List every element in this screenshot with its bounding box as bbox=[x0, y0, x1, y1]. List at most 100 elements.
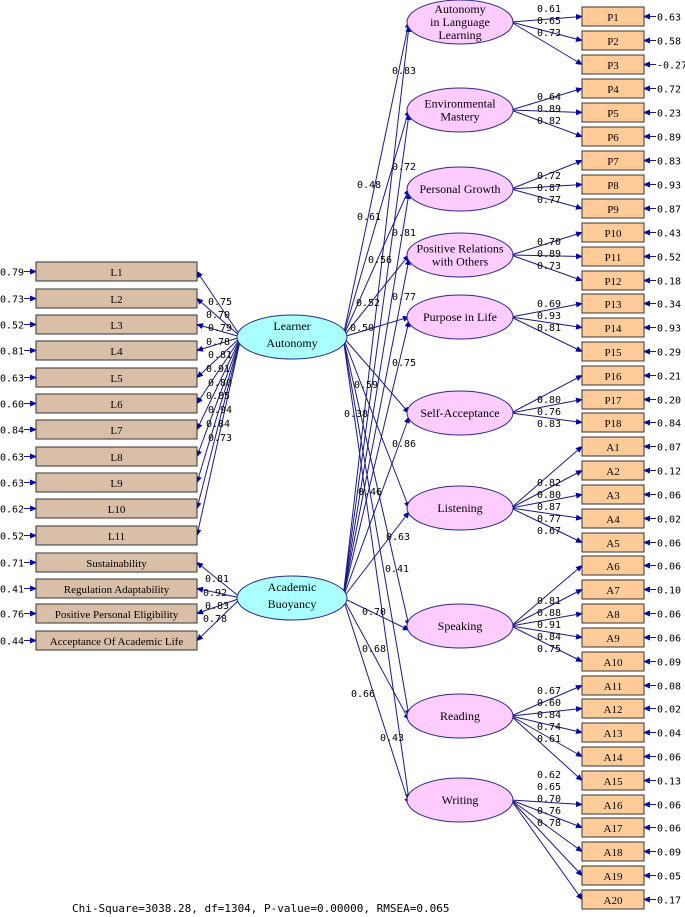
loading-value: 0.77 bbox=[537, 514, 561, 525]
construct-label: Learning bbox=[438, 28, 481, 42]
indicator-loading-path bbox=[510, 87, 583, 111]
indicator-loading-path bbox=[510, 799, 583, 829]
indicator-loading-path bbox=[510, 715, 583, 757]
structural-path-buoyancy bbox=[342, 320, 411, 599]
observed-variable-label: L4 bbox=[110, 346, 123, 358]
loading-value: 0.73 bbox=[208, 433, 232, 444]
indicator-loading-path bbox=[510, 254, 583, 282]
observed-variable-label: A1 bbox=[606, 442, 619, 454]
indicator-loading-path bbox=[510, 231, 583, 256]
structural-path-buoyancy bbox=[342, 113, 412, 599]
loading-value: 0.81 bbox=[537, 596, 561, 607]
loading-path bbox=[196, 561, 242, 599]
observed-variable-label: P3 bbox=[607, 60, 619, 72]
observed-variable-box bbox=[581, 794, 645, 815]
latent-variable-oval bbox=[236, 575, 348, 621]
construct-label: Listening bbox=[437, 501, 482, 515]
observed-variable-label: A18 bbox=[604, 847, 623, 859]
error-variance: 0.83 bbox=[657, 157, 681, 168]
path-coefficient: 0.41 bbox=[385, 564, 409, 575]
indicator-loading-path bbox=[510, 715, 583, 735]
observed-variable-box bbox=[581, 174, 645, 195]
loading-path bbox=[196, 597, 242, 642]
observed-variable-box bbox=[581, 30, 645, 51]
path-coefficient: 0.75 bbox=[392, 358, 416, 369]
error-variance: 0.79 bbox=[0, 268, 24, 279]
observed-variable-label: P9 bbox=[607, 204, 619, 216]
observed-variable-label: A10 bbox=[604, 657, 623, 669]
observed-variable-box bbox=[581, 365, 645, 386]
loading-value: 0.73 bbox=[537, 261, 561, 272]
error-variance: 0.06 bbox=[657, 491, 681, 502]
loading-value: 0.89 bbox=[537, 249, 561, 260]
error-variance: 0.84 bbox=[0, 426, 24, 437]
construct-oval bbox=[406, 0, 514, 45]
observed-variable-box bbox=[581, 532, 645, 553]
error-variance: 0.73 bbox=[0, 295, 24, 306]
error-variance: 0.58 bbox=[657, 37, 681, 48]
observed-variable-label: A17 bbox=[604, 823, 623, 835]
structural-path-buoyancy bbox=[342, 25, 412, 599]
observed-variable-box bbox=[581, 841, 645, 862]
loading-value: 0.88 bbox=[537, 608, 561, 619]
loading-value: 0.74 bbox=[537, 722, 561, 733]
indicator-loading-path bbox=[510, 375, 583, 414]
observed-variable-label: P11 bbox=[605, 252, 622, 264]
observed-variable-label: P6 bbox=[607, 132, 619, 144]
observed-variable-box bbox=[35, 603, 198, 624]
construct-label: with Others bbox=[432, 255, 489, 269]
loading-value: 0.78 bbox=[537, 818, 561, 829]
structural-path-buoyancy bbox=[342, 258, 411, 599]
error-variance: 0.52 bbox=[0, 532, 24, 543]
observed-variable-box bbox=[581, 651, 645, 672]
loading-value: 0.92 bbox=[203, 588, 227, 599]
error-variance: 0.43 bbox=[657, 229, 681, 240]
path-coefficient: 0.81 bbox=[392, 228, 416, 239]
loading-path bbox=[195, 336, 242, 537]
error-variance: 0.29 bbox=[657, 348, 681, 359]
loading-value: 0.80 bbox=[537, 490, 561, 501]
structural-path-learner bbox=[342, 188, 410, 338]
observed-variable-box bbox=[35, 314, 198, 335]
observed-variable-box bbox=[581, 698, 645, 719]
construct-label: Purpose in Life bbox=[423, 310, 497, 324]
construct-oval bbox=[406, 693, 514, 739]
loading-value: 0.93 bbox=[537, 311, 561, 322]
observed-variable-label: A6 bbox=[606, 561, 620, 573]
observed-variable-box bbox=[581, 627, 645, 648]
construct-label: Environmental bbox=[424, 97, 496, 111]
observed-variable-label: P13 bbox=[604, 299, 622, 311]
observed-variable-box bbox=[35, 630, 198, 651]
observed-variable-box bbox=[581, 150, 645, 171]
loading-path bbox=[196, 270, 242, 338]
structural-path-learner bbox=[342, 336, 411, 627]
observed-variable-box bbox=[581, 270, 645, 291]
indicator-loading-path bbox=[510, 706, 583, 717]
indicator-loading-path bbox=[510, 685, 583, 717]
error-variance: 0.04 bbox=[657, 729, 681, 740]
error-variance: 0.63 bbox=[0, 453, 24, 464]
loading-value: 0.83 bbox=[537, 419, 561, 430]
loading-value: 0.65 bbox=[537, 782, 561, 793]
diagram-nodes: L1L2L3L4L5L6L7L8L9L10L11SustainabilityRe… bbox=[35, 0, 645, 910]
error-variance: 0.63 bbox=[0, 479, 24, 490]
structural-path-buoyancy bbox=[342, 416, 410, 599]
indicator-loading-path bbox=[510, 301, 583, 318]
observed-variable-label: L8 bbox=[110, 452, 123, 464]
loading-path bbox=[196, 336, 242, 405]
observed-variable-box bbox=[581, 603, 645, 624]
error-variance: 0.21 bbox=[657, 372, 681, 383]
loading-path bbox=[196, 323, 242, 338]
indicator-loading-path bbox=[510, 507, 583, 543]
observed-variable-box bbox=[581, 579, 645, 600]
coefficient-labels: 0.790.730.520.810.630.600.840.630.630.62… bbox=[0, 4, 685, 907]
loading-value: 0.80 bbox=[537, 395, 561, 406]
error-variance: 0.63 bbox=[657, 13, 681, 24]
path-lines bbox=[24, 13, 656, 903]
error-variance: 0.06 bbox=[657, 562, 681, 573]
observed-variable-label: P15 bbox=[604, 347, 622, 359]
path-coefficient: 0.61 bbox=[357, 212, 381, 223]
indicator-loading-path bbox=[510, 13, 583, 23]
error-variance: 0.09 bbox=[657, 848, 681, 859]
loading-value: 0.61 bbox=[537, 734, 561, 745]
